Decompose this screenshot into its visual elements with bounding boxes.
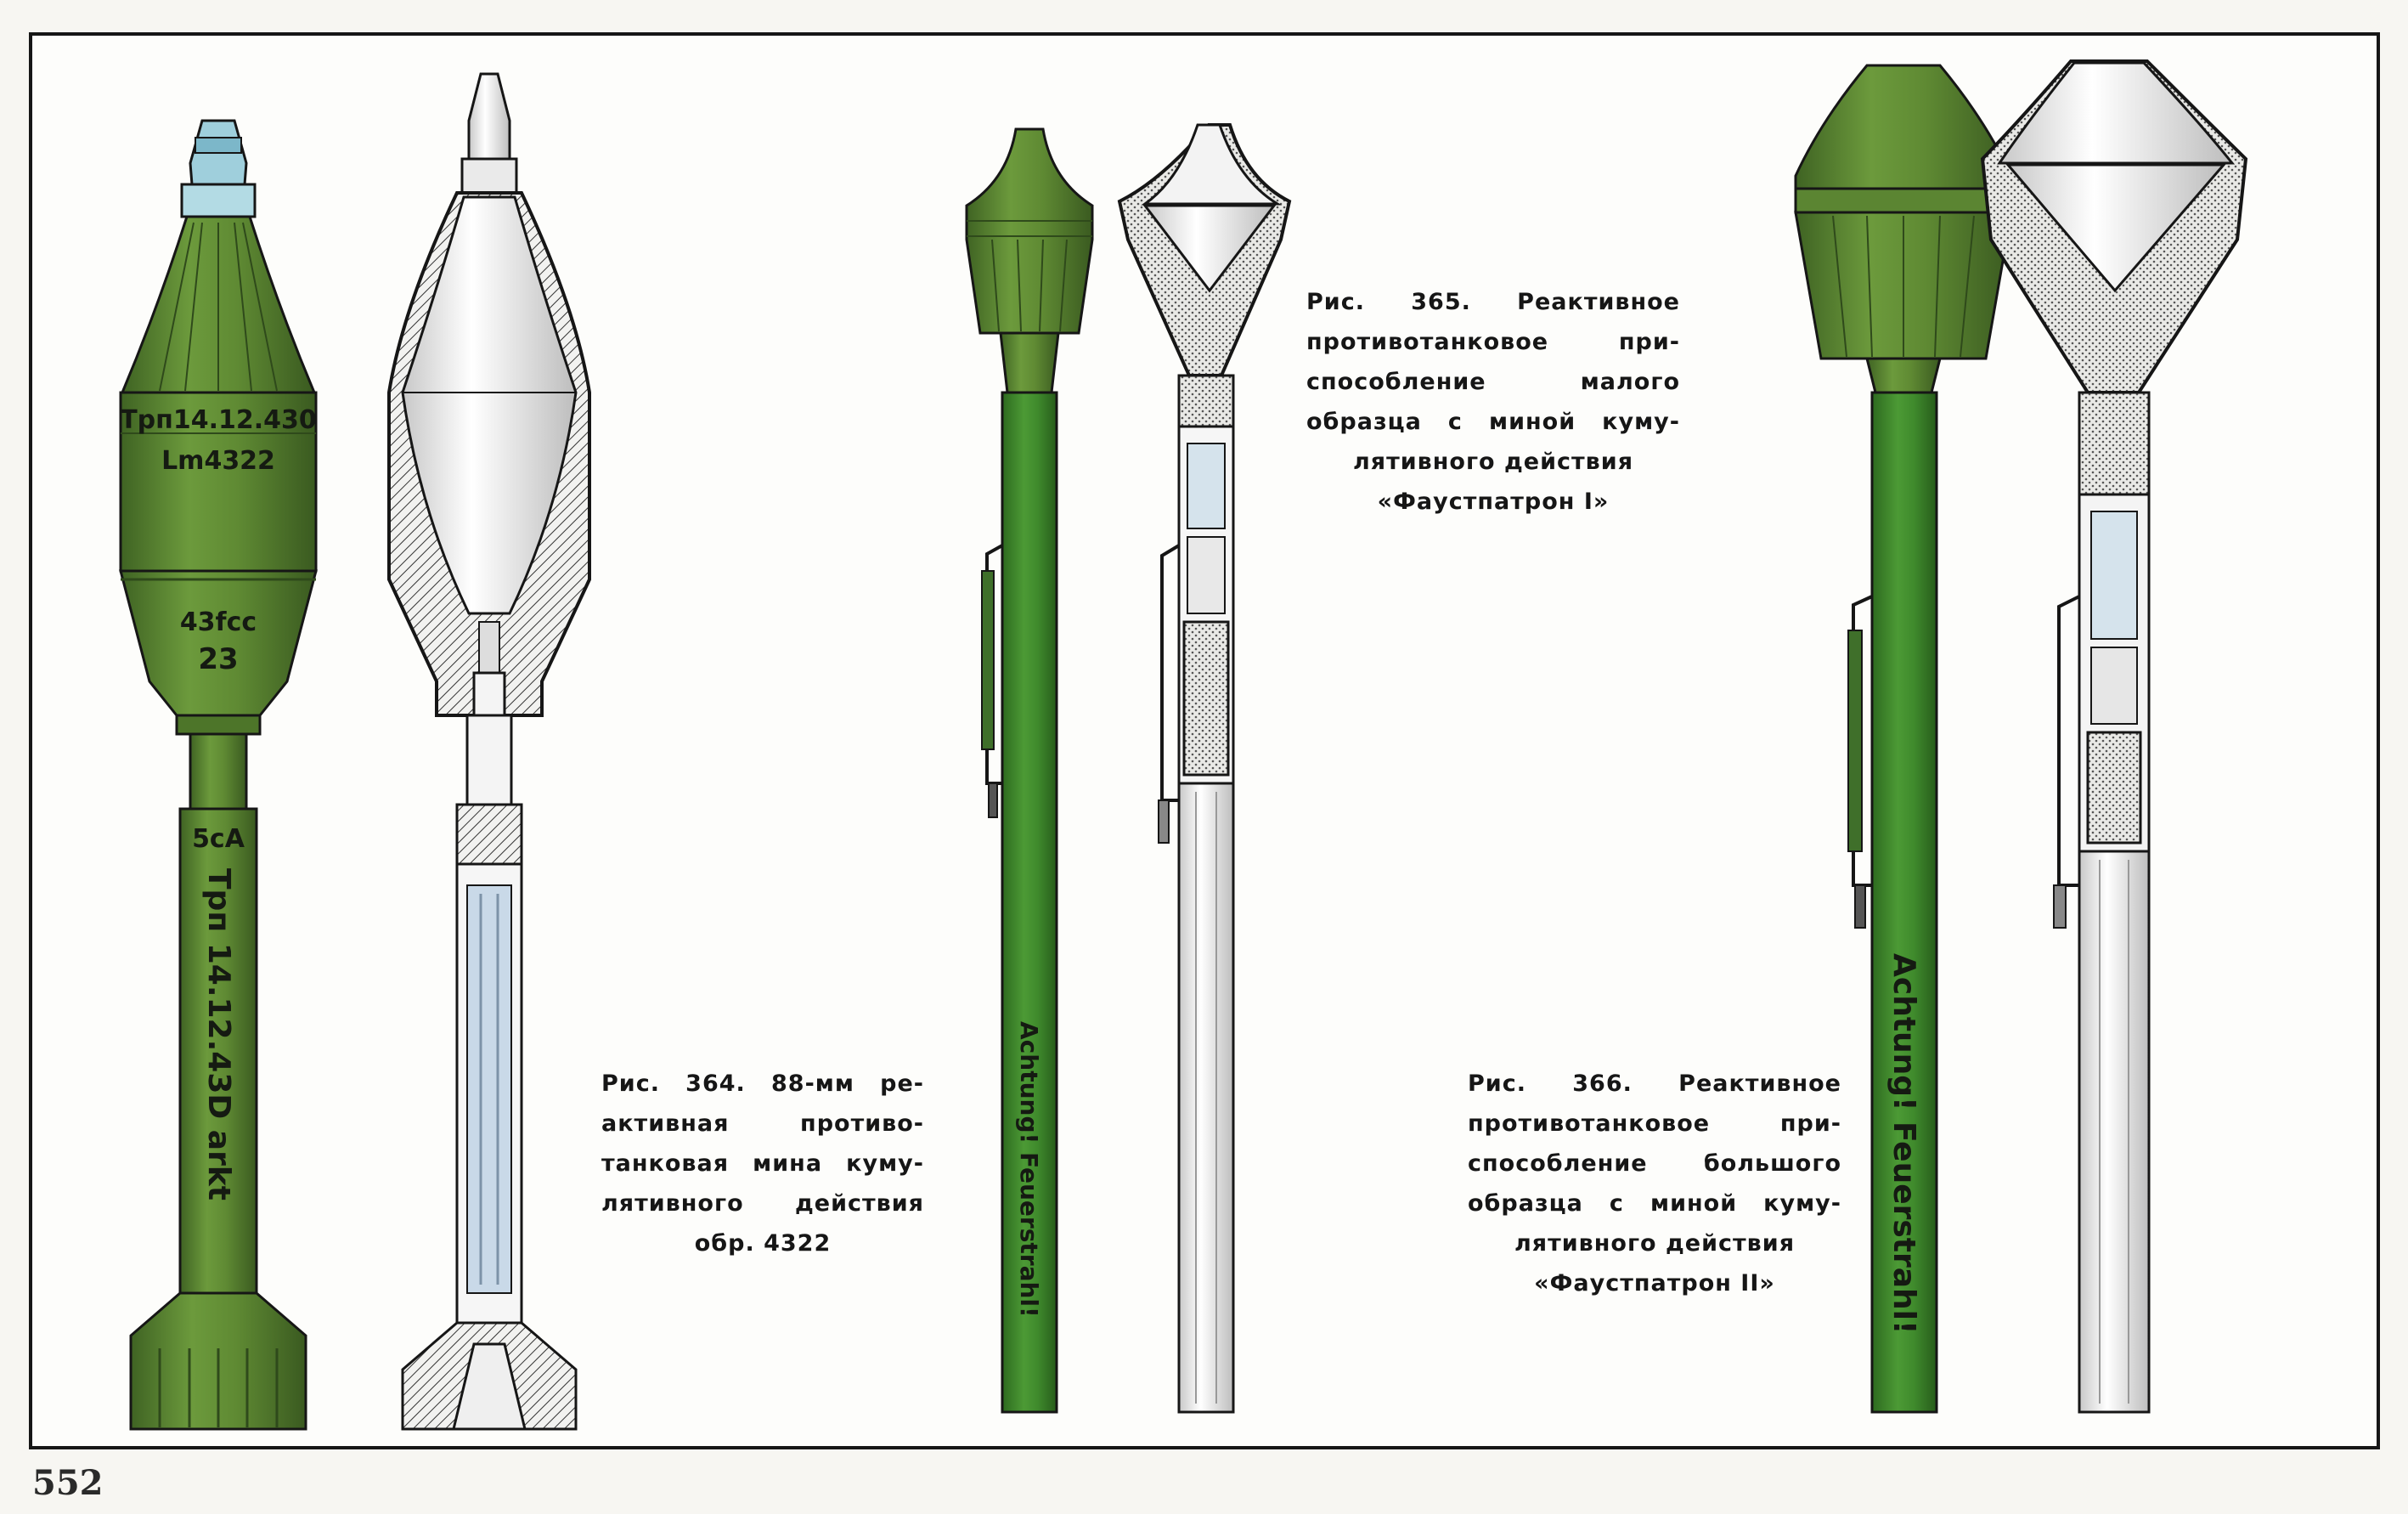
illustration-plate: Трп14.12.430 Lm4322 43fcc 23 5cA Трп 14.… xyxy=(29,32,2380,1449)
page-number: 552 xyxy=(32,1463,104,1503)
mine-head-marking-2: Lm4322 xyxy=(161,446,275,476)
caption-365-line: образца с миной куму- xyxy=(1306,409,1680,435)
mine-body-marking-2: 23 xyxy=(198,642,238,676)
faustpatrone-1-exterior: Achtung! Feuerstrahl! xyxy=(965,127,1094,1414)
faustpatrone-2-exterior: Achtung! Feuerstrahl! xyxy=(1794,64,2013,1414)
caption-fig-365: Рис. 365. Реактивное противотанковое при… xyxy=(1306,282,1680,522)
caption-366-line: лятивного действия xyxy=(1514,1230,1796,1257)
caption-365-line: противотанковое при- xyxy=(1306,329,1680,355)
caption-364-line: лятивного действия xyxy=(601,1190,924,1217)
caption-fig-364: Рис. 364. 88-мм ре- активная противо- та… xyxy=(601,1064,924,1263)
caption-366-line: способление большого xyxy=(1468,1150,1841,1177)
caption-366-line: образца с миной куму- xyxy=(1468,1190,1841,1217)
caption-366-line: Рис. 366. Реактивное xyxy=(1468,1071,1841,1097)
mine-body-marking-1: 43fcc xyxy=(180,607,257,637)
faustpatrone-1-cutaway xyxy=(1117,123,1292,1414)
mine-head-marking-1: Трп14.12.430 xyxy=(120,405,317,435)
caption-fig-366: Рис. 366. Реактивное противотанковое при… xyxy=(1468,1064,1841,1303)
caption-364-line: танковая мина куму- xyxy=(601,1150,924,1177)
caption-364-line: Рис. 364. 88-мм ре- xyxy=(601,1071,924,1097)
tube-small-marking: Achtung! Feuerstrahl! xyxy=(1015,1021,1043,1318)
caption-365-line: лятивного действия xyxy=(1352,449,1634,475)
mine-4322-cutaway xyxy=(387,72,591,1431)
caption-366-line: противотанковое при- xyxy=(1468,1110,1841,1137)
mine-4322-exterior: Трп14.12.430 Lm4322 43fcc 23 5cA Трп 14.… xyxy=(119,119,318,1431)
tube-large-marking: Achtung! Feuerstrahl! xyxy=(1886,953,1921,1334)
mine-tail-marking-short: 5cA xyxy=(192,824,245,854)
caption-364-line: активная противо- xyxy=(601,1110,924,1137)
caption-365-line: способление малого xyxy=(1306,369,1680,395)
weapons-drawing: Трп14.12.430 Lm4322 43fcc 23 5cA Трп 14.… xyxy=(119,59,2248,1431)
caption-365-line: «Фаустпатрон I» xyxy=(1377,489,1610,515)
faustpatrone-2-cutaway xyxy=(1980,59,2248,1414)
caption-366-line: «Фаустпатрон II» xyxy=(1534,1270,1775,1297)
caption-364-line: обр. 4322 xyxy=(694,1230,832,1257)
mine-tail-marking-long: Трп 14.12.43D arkt xyxy=(201,868,236,1200)
caption-365-line: Рис. 365. Реактивное xyxy=(1306,289,1680,315)
